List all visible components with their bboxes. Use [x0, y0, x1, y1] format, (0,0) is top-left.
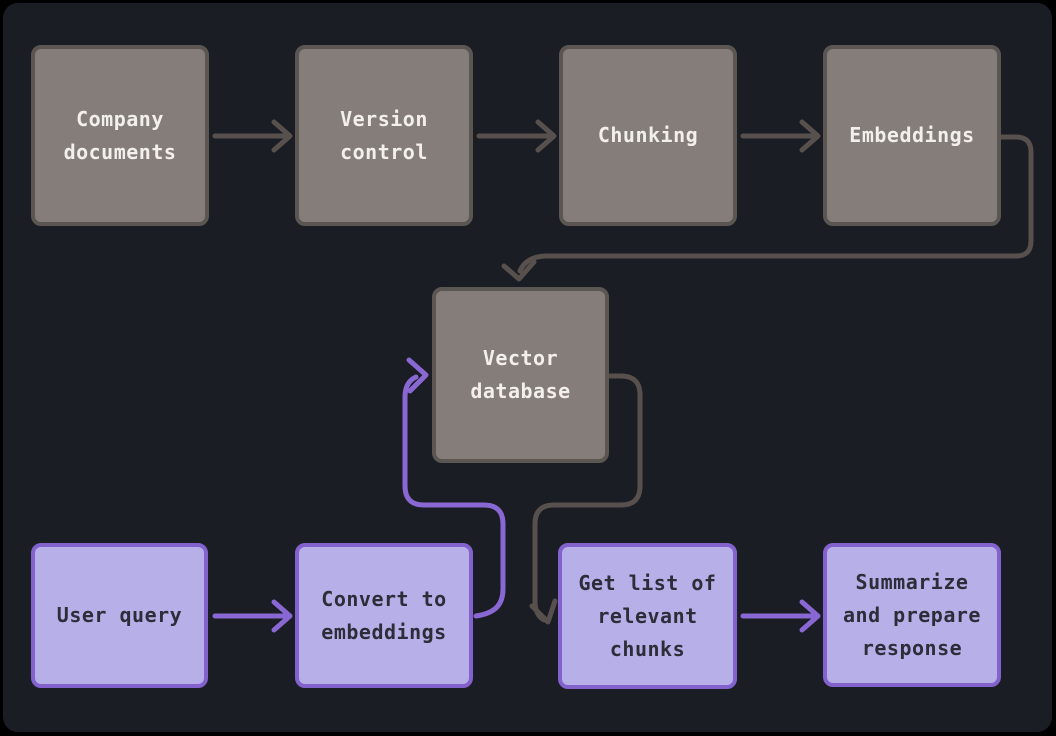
node-chunking[interactable]: Chunking [559, 45, 737, 226]
node-label: User query [56, 603, 183, 627]
node-label: Embeddings [849, 123, 975, 147]
node-company-documents[interactable]: Company documents [31, 45, 209, 226]
node-summarize-response[interactable]: Summarize and prepare response [823, 543, 1001, 687]
node-label: Summarize and prepare response [843, 569, 981, 660]
node-label: Chunking [597, 123, 699, 147]
node-user-query[interactable]: User query [31, 543, 208, 688]
node-label: Get list of relevant chunks [578, 570, 717, 661]
node-embeddings[interactable]: Embeddings [823, 45, 1001, 226]
node-label: Version control [340, 106, 428, 164]
node-convert-to-embeddings[interactable]: Convert to embeddings [295, 543, 473, 688]
node-get-relevant-chunks[interactable]: Get list of relevant chunks [558, 543, 737, 689]
node-vector-database[interactable]: Vector database [432, 287, 609, 463]
node-label: Company documents [63, 106, 177, 164]
node-version-control[interactable]: Version control [295, 45, 473, 226]
node-label: Convert to embeddings [321, 586, 447, 644]
node-label: Vector database [470, 346, 571, 403]
